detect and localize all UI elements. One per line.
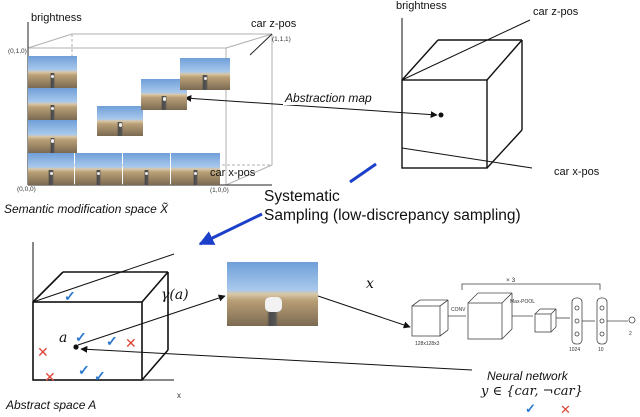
x-label: x (366, 276, 374, 292)
abstract-x-axis-label: car x-pos (554, 166, 600, 178)
network-maxpool-label: Max-POOL (510, 299, 536, 305)
generated-image (227, 262, 318, 326)
sample-image-8 (141, 79, 187, 110)
abstraction-map-label: Abstraction map (283, 91, 374, 105)
sample-image-2 (75, 153, 122, 185)
abstract-point-a (73, 344, 79, 350)
corner-010-label: (0,1,0) (8, 48, 27, 55)
network-title: Neural network (487, 369, 568, 383)
network-check-mark: ✓ (525, 401, 536, 416)
semantic-x-axis-label: car x-pos (210, 167, 256, 179)
network-dim-1: 1024 (569, 347, 581, 353)
semantic-z-axis (249, 33, 273, 56)
sample-image-5 (28, 120, 77, 153)
sampling-arrow-bottom (198, 212, 263, 246)
check-mark-5: ✓ (94, 368, 106, 384)
corner-111-label: (1,1,1) (272, 36, 291, 43)
cross-mark-2: ✕ (44, 369, 56, 385)
abstract-point-top (438, 112, 444, 118)
cross-mark-3: ✕ (125, 335, 137, 351)
cross-mark-1: ✕ (37, 344, 49, 360)
abstract-z-axis-label: car z-pos (533, 6, 579, 18)
abstract-cube-bottom (32, 242, 175, 381)
network-output: y ∈ {car, ¬car} (481, 384, 583, 399)
semantic-z-axis-label: car z-pos (251, 18, 297, 30)
sampling-line-2: Sampling (low-discrepancy sampling) (264, 207, 521, 224)
corner-100-label: (1,0,0) (210, 187, 229, 194)
abstract-y-axis-label: brightness (396, 0, 447, 12)
sample-image-4 (171, 153, 220, 185)
check-mark-2: ✓ (75, 329, 87, 345)
sample-image-10 (180, 58, 230, 90)
abstraction-map-arrow (184, 94, 438, 119)
abstract-x-axis-tick: x (177, 391, 181, 400)
semantic-y-axis-label: brightness (31, 12, 82, 24)
network-conv-label: CONV (451, 307, 466, 313)
gamma-label: γ(a) (161, 287, 189, 303)
semantic-space-caption: Semantic modification space X̃ (4, 202, 169, 216)
network-cross-mark: ✕ (560, 402, 571, 417)
sample-image-1 (28, 153, 74, 185)
gamma-arrow (77, 294, 226, 346)
network-input-dim: 128x128x3 (415, 341, 440, 347)
abstract-cube-top (401, 18, 533, 169)
sample-image-6 (97, 106, 143, 136)
feedback-arrow (80, 345, 473, 371)
network-dim-3: 2 (629, 331, 632, 337)
check-mark-4: ✓ (78, 362, 90, 378)
network-sketch (411, 283, 636, 345)
check-mark-3: ✓ (106, 333, 118, 349)
network-dim-2: 10 (598, 347, 604, 353)
point-a-label: a (59, 330, 68, 346)
check-mark-1: ✓ (64, 288, 76, 304)
sampling-line-1: Systematic (264, 188, 340, 205)
sampling-arrow-top (349, 162, 377, 184)
sample-image-9 (28, 56, 77, 88)
corner-000-label: (0,0,0) (17, 186, 36, 193)
abstract-space-caption: Abstract space A (6, 398, 97, 412)
sample-image-3 (123, 153, 170, 185)
x-arrow (317, 295, 411, 329)
sample-image-7 (28, 88, 77, 120)
network-repeat-label: × 3 (506, 277, 516, 284)
